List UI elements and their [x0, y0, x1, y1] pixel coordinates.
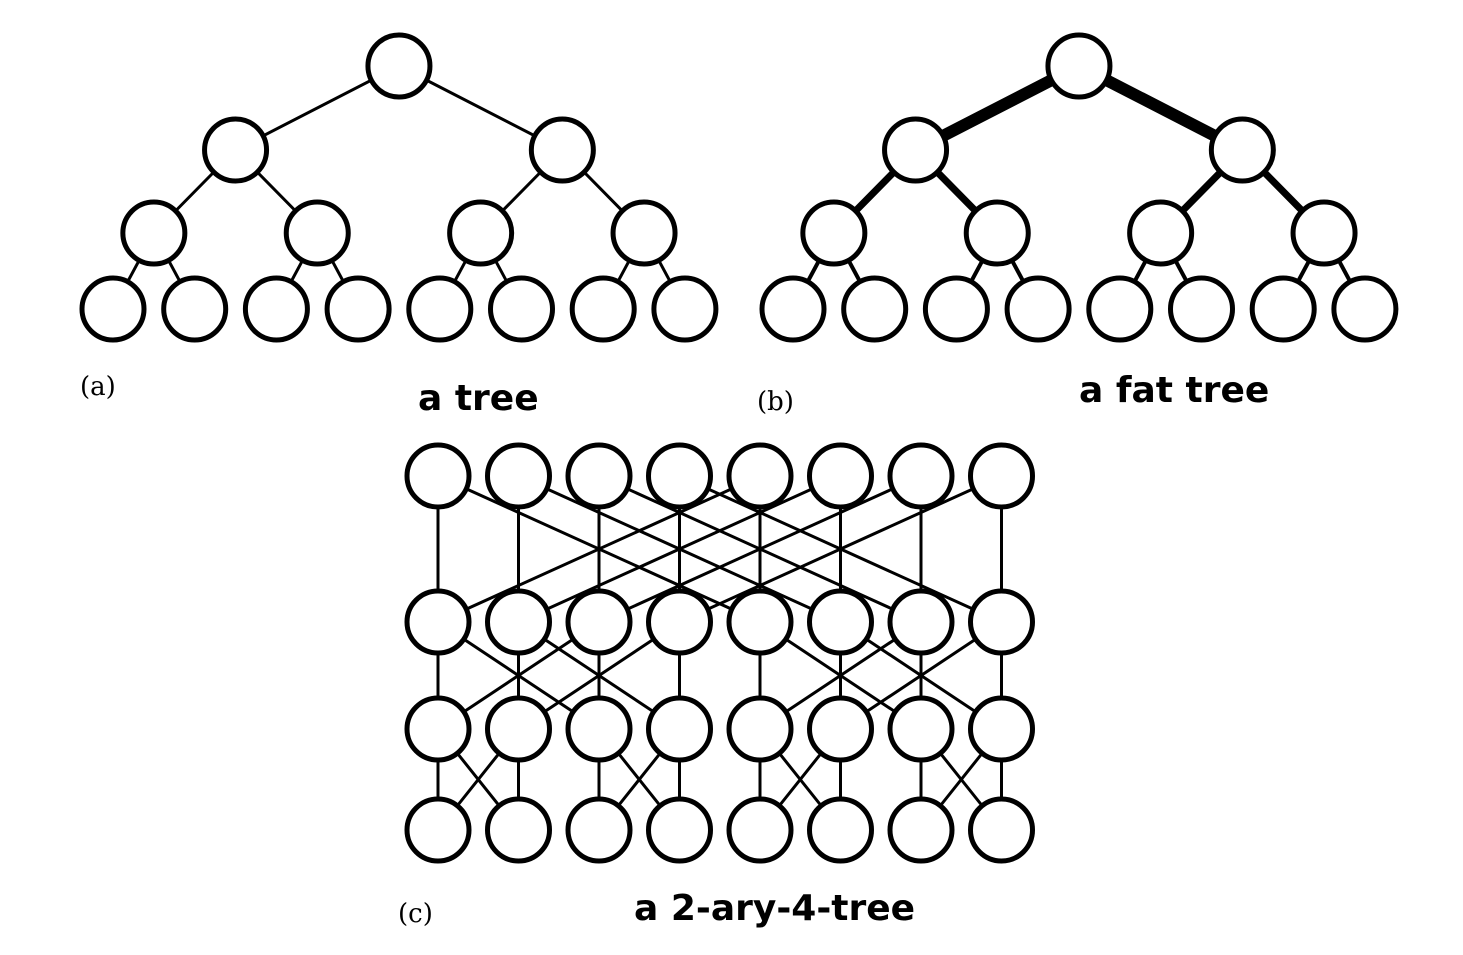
- panel-c-k-ary-n-tree: (c) a 2-ary-4-tree: [398, 442, 1035, 929]
- leaf-node: [406, 275, 474, 343]
- switch-node: [800, 199, 868, 267]
- switch-node: [807, 588, 874, 656]
- switch-node: [565, 588, 633, 656]
- panel-a-tree: (a) a tree: [79, 32, 719, 419]
- switch-node: [646, 442, 713, 510]
- switch-node: [646, 695, 713, 763]
- leaf-node: [841, 275, 909, 343]
- cross-edge: [436, 474, 762, 624]
- switch-node: [1290, 199, 1358, 267]
- switch-node: [726, 695, 794, 763]
- switch-node: [404, 695, 472, 763]
- switch-node: [485, 695, 552, 763]
- leaf-node: [1086, 275, 1154, 343]
- switch-node: [882, 116, 950, 184]
- leaf-node: [404, 796, 472, 864]
- leaf-node: [488, 275, 555, 343]
- switch-node: [968, 695, 1035, 763]
- leaf-node: [324, 275, 392, 343]
- switch-node: [887, 695, 955, 763]
- switch-node: [610, 199, 678, 267]
- panel-c-nodes: [404, 442, 1035, 864]
- switch-node: [447, 199, 515, 267]
- switch-node: [404, 442, 472, 510]
- leaf-node: [79, 275, 147, 343]
- switch-node: [202, 116, 270, 184]
- switch-node: [887, 588, 955, 656]
- switch-node: [646, 588, 713, 656]
- switch-node: [120, 199, 188, 267]
- leaf-node: [569, 275, 637, 343]
- switch-node: [807, 695, 874, 763]
- switch-node: [887, 442, 955, 510]
- switch-node: [963, 199, 1031, 267]
- switch-node: [1208, 116, 1276, 184]
- cross-edge: [678, 474, 1003, 624]
- switch-node: [528, 116, 596, 184]
- panel-c-letter: (c): [398, 899, 433, 929]
- switch-node: [726, 588, 794, 656]
- panel-b-caption: a fat tree: [1079, 370, 1269, 411]
- switch-node: [565, 695, 633, 763]
- leaf-node: [1331, 275, 1399, 343]
- panel-b-letter: (b): [757, 387, 794, 417]
- leaf-node: [887, 796, 955, 864]
- panel-a-edges: [111, 64, 687, 311]
- leaf-node: [485, 796, 552, 864]
- switch-node: [1127, 199, 1195, 267]
- switch-node: [404, 588, 472, 656]
- switch-node: [968, 588, 1035, 656]
- panel-b-nodes: [759, 32, 1399, 343]
- switch-node: [807, 442, 874, 510]
- cross-edge: [597, 474, 923, 624]
- leaf-node: [565, 796, 633, 864]
- leaf-node: [242, 275, 310, 343]
- switch-node: [968, 442, 1035, 510]
- panel-a-caption: a tree: [418, 378, 539, 419]
- switch-node: [283, 199, 351, 267]
- switch-node: [365, 32, 433, 100]
- switch-node: [485, 442, 552, 510]
- leaf-node: [726, 796, 794, 864]
- switch-node: [565, 442, 633, 510]
- panel-a-nodes: [79, 32, 719, 343]
- leaf-node: [922, 275, 990, 343]
- leaf-node: [968, 796, 1035, 864]
- leaf-node: [161, 275, 229, 343]
- cross-edge: [517, 474, 842, 624]
- leaf-node: [1168, 275, 1235, 343]
- leaf-node: [759, 275, 827, 343]
- panel-c-caption: a 2-ary-4-tree: [634, 888, 915, 929]
- switch-node: [1045, 32, 1113, 100]
- leaf-node: [646, 796, 713, 864]
- panel-a-letter: (a): [80, 372, 116, 402]
- switch-node: [485, 588, 552, 656]
- switch-node: [726, 442, 794, 510]
- panel-b-fat-tree: (b) a fat tree: [757, 32, 1399, 417]
- panel-b-edges: [791, 60, 1367, 311]
- leaf-node: [1249, 275, 1317, 343]
- leaf-node: [807, 796, 874, 864]
- leaf-node: [651, 275, 719, 343]
- leaf-node: [1004, 275, 1072, 343]
